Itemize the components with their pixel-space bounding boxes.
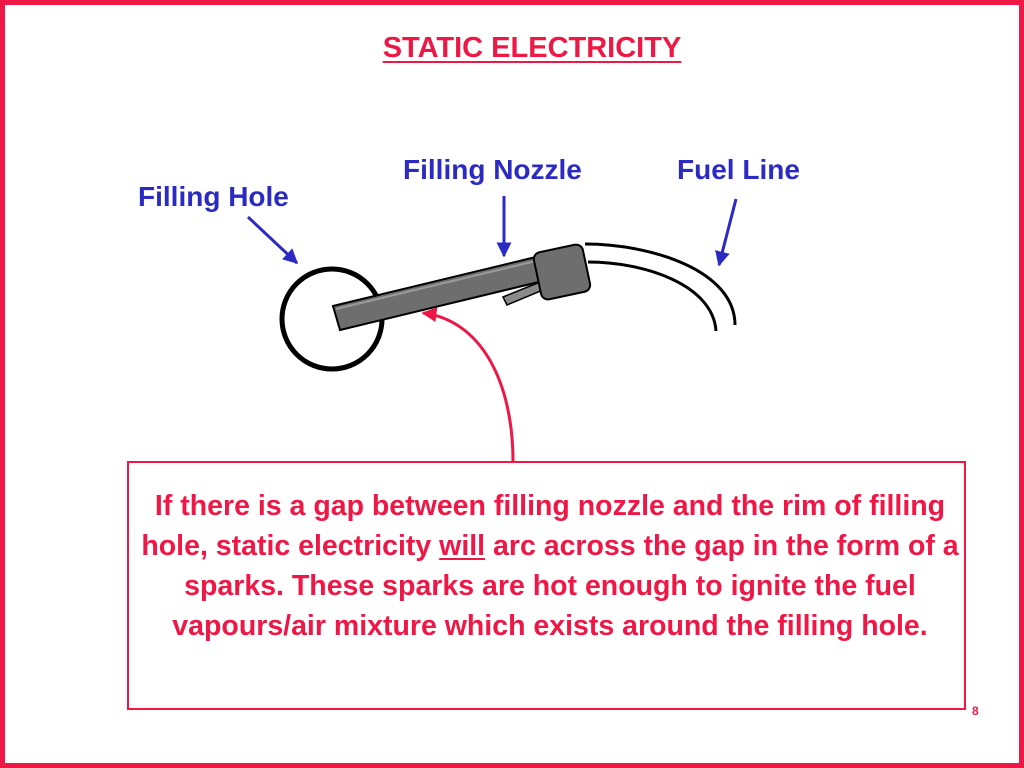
explanation-box	[127, 461, 966, 710]
filling-hole-label: Filling Hole	[138, 181, 289, 212]
slide-title: STATIC ELECTRICITY	[382, 32, 682, 64]
nozzle-coupling	[532, 243, 592, 301]
fuel-line-label: Fuel Line	[677, 154, 800, 185]
fuel-line-hose	[584, 242, 737, 332]
filling-nozzle-label: Filling Nozzle	[403, 154, 582, 185]
explanation-text-before: If there is a gap between filling nozzle…	[141, 490, 946, 562]
fuel-line-arrow	[715, 198, 738, 267]
explanation-text: If there is a gap between filling nozzle…	[140, 486, 960, 646]
filling-hole-arrow	[246, 215, 299, 265]
explanation-emphasis: will	[439, 530, 486, 562]
page-number: 8	[972, 704, 979, 718]
explanation-text-after: arc across the gap in the form of a spar…	[172, 530, 959, 642]
gap-pointer-arrow	[421, 307, 515, 463]
